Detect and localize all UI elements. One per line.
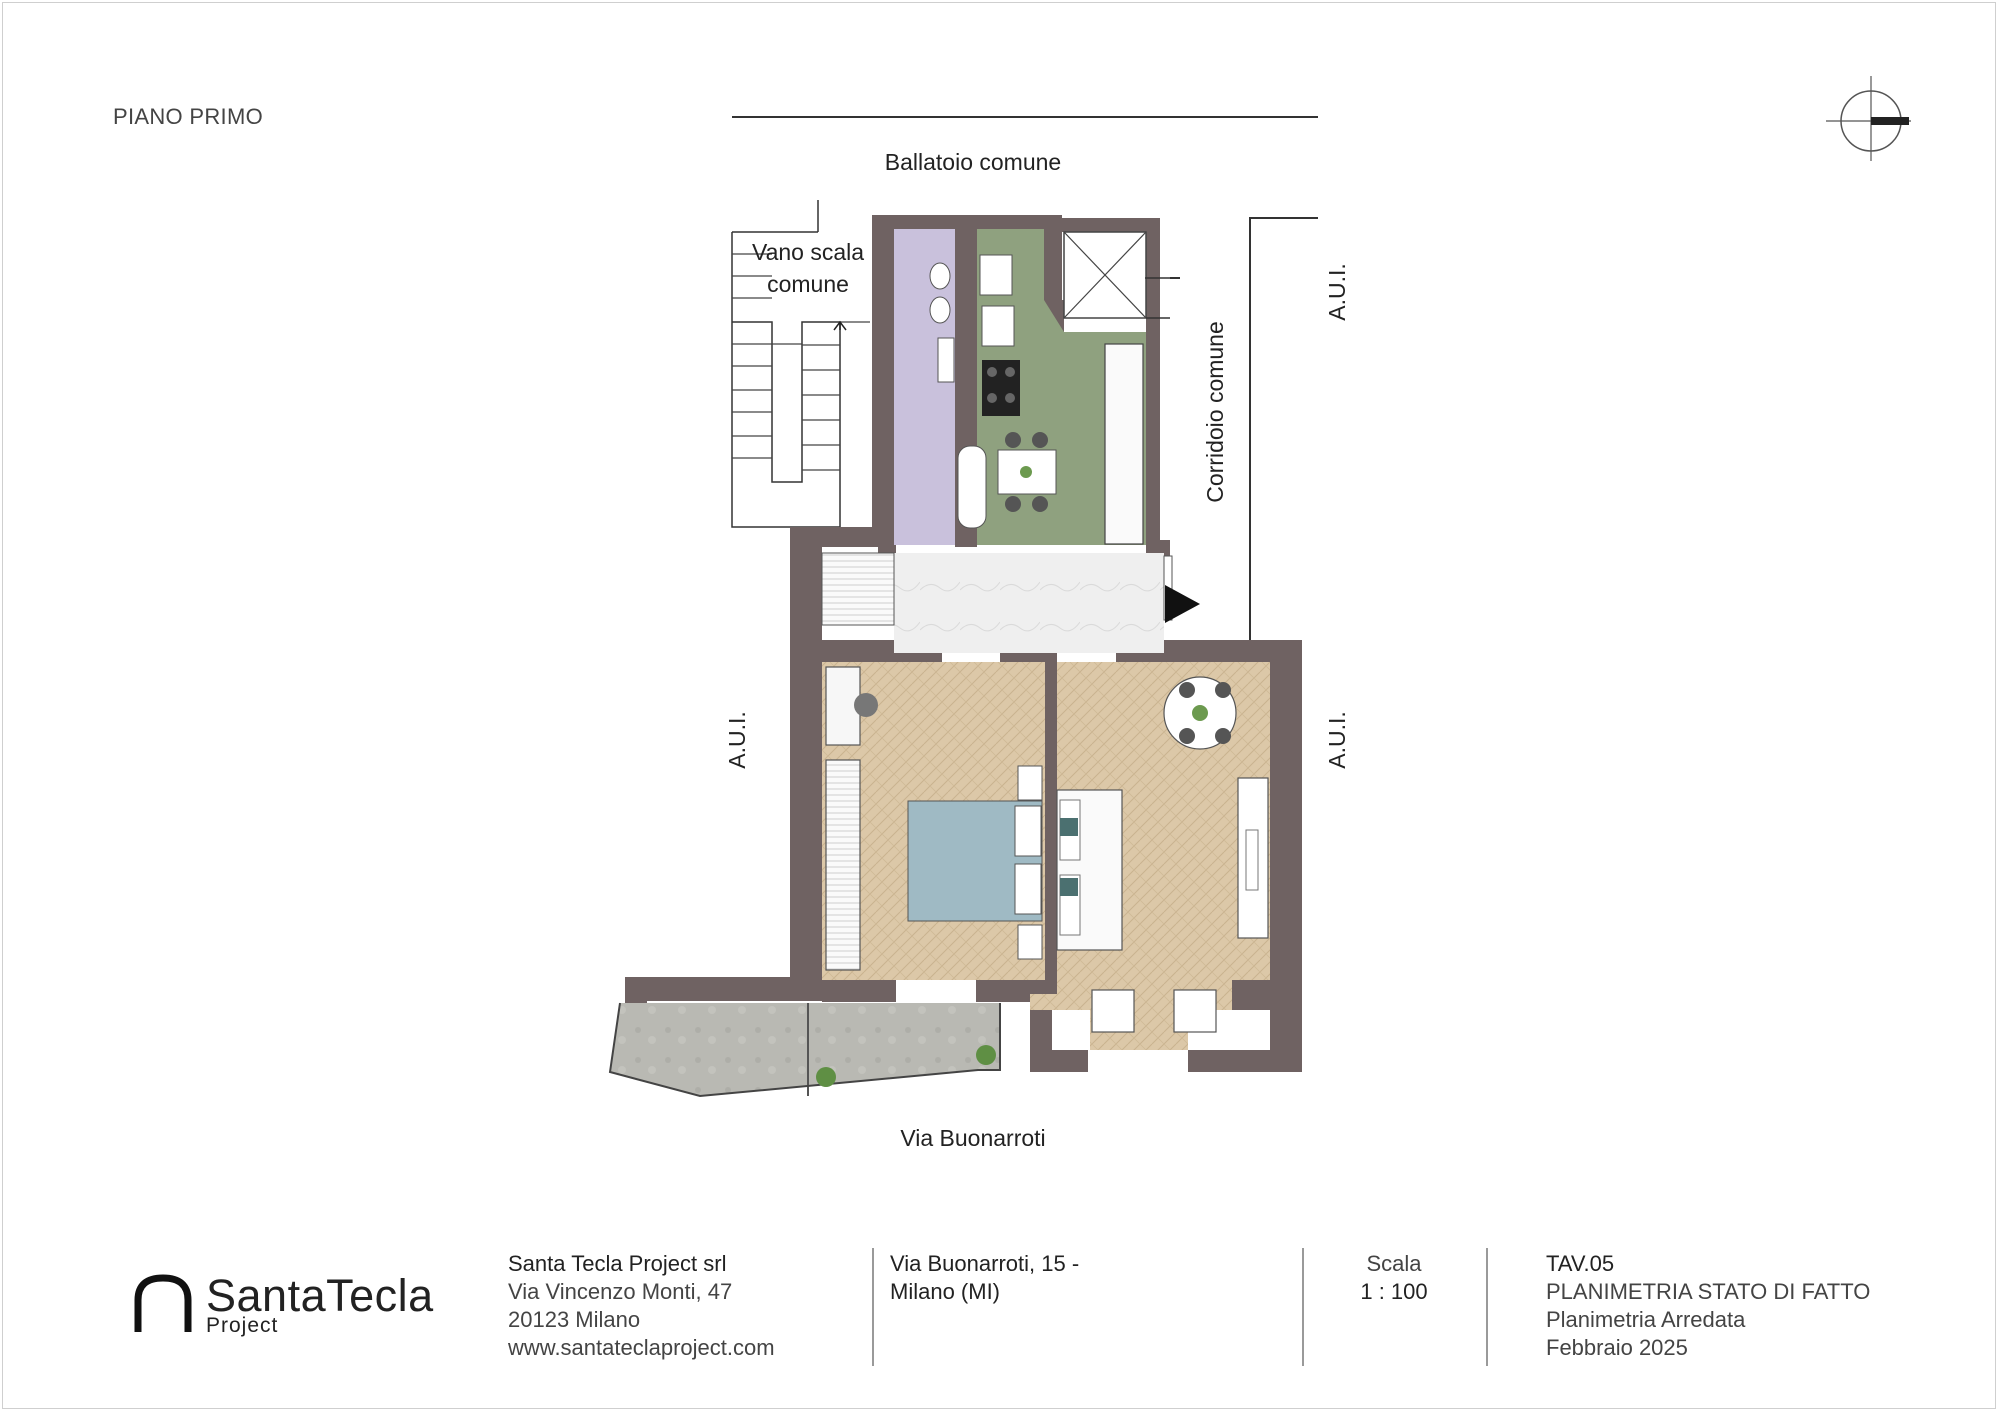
sheet-date: Febbraio 2025 [1546,1335,1688,1360]
cooktop [982,360,1020,416]
label-street: Via Buonarroti [900,1125,1045,1151]
entrance-floor [894,553,1164,653]
chair [854,693,878,717]
wardrobe-hall [821,552,895,626]
sink [937,337,955,383]
logo-name: SantaTecla [206,1270,434,1321]
label-stair-2: comune [767,271,849,297]
label-ballatoio: Ballatoio comune [885,149,1061,175]
pillow-2 [1014,863,1042,915]
divider [1486,1248,1488,1366]
bedroom-wardrobe [825,759,861,971]
scale-label: Scala [1366,1251,1422,1276]
living-floor [1030,662,1270,1050]
armchair-1 [1091,989,1135,1033]
washing-machine [981,305,1015,347]
kitchen-sink [979,254,1013,296]
kitchen-cabinet [1104,343,1144,545]
divider [1302,1248,1304,1366]
label-aui-top-right: A.U.I. [1324,263,1350,321]
floor-label: PIANO PRIMO [113,104,263,129]
sheet-subtitle: Planimetria Arredata [1546,1307,1746,1332]
wc [929,262,951,290]
stair-arrow-icon [833,320,847,331]
logo-arch-icon [134,1274,192,1332]
logo-sub: Project [206,1314,279,1337]
company-address: Via Vincenzo Monti, 47 [508,1279,733,1304]
company-city: 20123 Milano [508,1307,641,1332]
property-address-1: Via Buonarroti, 15 - [890,1251,1080,1276]
balcony-floor [610,1003,1000,1096]
armchair-2 [1173,989,1217,1033]
scale-info: Scala 1 : 100 [1334,1250,1454,1306]
plant-icon [816,1067,836,1087]
sheet-number: TAV.05 [1546,1251,1615,1276]
label-aui-left: A.U.I. [724,711,750,769]
scale-value: 1 : 100 [1360,1279,1428,1304]
corridor-outline [1249,217,1318,640]
company-website[interactable]: www.santateclaproject.com [508,1335,775,1360]
cushion-1 [1060,818,1078,836]
company-name: Santa Tecla Project srl [508,1251,727,1276]
nightstand-2 [1017,924,1043,960]
pillow-1 [1014,805,1042,857]
label-corridor: Corridoio comune [1202,321,1228,503]
nightstand-1 [1017,765,1043,801]
label-stair-1: Vano scala [752,239,864,265]
sheet-info: TAV.05 PLANIMETRIA STATO DI FATTO Planim… [1546,1250,1870,1362]
sheet-title: PLANIMETRIA STATO DI FATTO [1546,1279,1871,1304]
property-info: Via Buonarroti, 15 - Milano (MI) [890,1250,1079,1306]
property-address-2: Milano (MI) [890,1279,1001,1304]
cushion-2 [1060,878,1078,896]
label-aui-right: A.U.I. [1324,711,1350,769]
north-arrow-icon [1826,76,1911,161]
bathtub [957,445,987,529]
bidet [929,296,951,324]
divider [872,1248,874,1366]
entrance-arrow-icon [1165,585,1200,623]
kitchen-table [997,449,1057,495]
stair-treads [732,253,870,527]
company-info: Santa Tecla Project srl Via Vincenzo Mon… [508,1250,775,1362]
plant-icon [976,1045,996,1065]
